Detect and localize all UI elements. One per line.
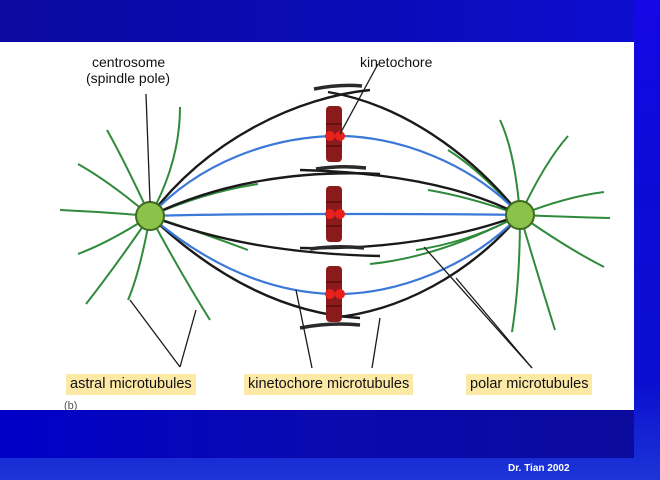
spindle-pole-label: (spindle pole) [86,70,171,86]
chromosome-1 [325,106,345,162]
author-credit: Dr. Tian 2002 [508,463,570,474]
polar-microtubules-label: polar microtubules [466,374,593,395]
centrosome-left [135,201,165,231]
spindle-overlap-bars [299,83,367,330]
kinetochore-microtubules [149,134,521,296]
chromosomes [325,106,345,322]
chromosome-2 [325,186,345,242]
polar-microtubules [149,88,521,320]
panel-marker: (b) [64,400,78,410]
astral-microtubules-label: astral microtubules [66,374,196,395]
leader-lines [129,63,533,369]
top-banner [0,0,634,42]
kinetochore-dot [325,209,335,219]
chromosome-3 [325,266,345,322]
centrosome-label: centrosome [92,54,166,70]
bottom-banner [0,410,634,458]
centrosome-right [505,200,535,230]
mitotic-spindle-figure: centrosome (spindle pole) kinetochore as… [0,42,634,410]
kinetochore-microtubules-label: kinetochore microtubules [244,374,414,395]
kinetochore-dot [335,289,345,299]
kinetochore-dot [335,209,345,219]
kinetochore-label: kinetochore [360,54,433,70]
kinetochore-dot [325,289,335,299]
spindle-diagram [59,63,611,369]
kinetochore-dot [325,131,335,141]
kinetochore-dot [335,131,345,141]
